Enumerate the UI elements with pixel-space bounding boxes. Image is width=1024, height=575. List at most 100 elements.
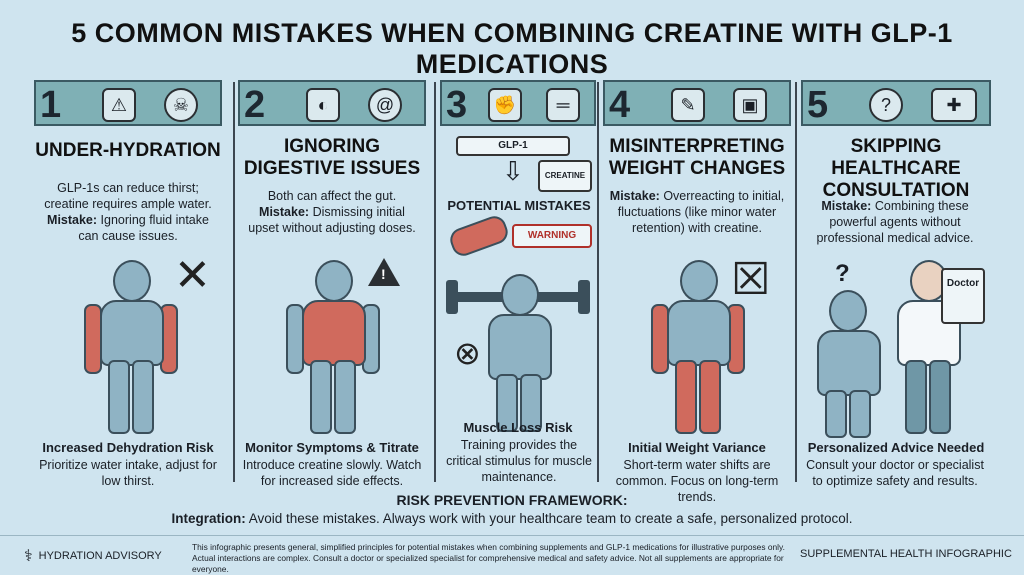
scale-icon: ▣ bbox=[733, 88, 767, 122]
mistake-text: Overreacting to initial, fluctuations (l… bbox=[617, 189, 785, 235]
body-figure bbox=[468, 274, 568, 444]
column-header: 5 ? ✚ bbox=[801, 80, 991, 126]
mistake-label: Mistake: bbox=[259, 205, 310, 219]
column-header: 4 ✎ ▣ bbox=[603, 80, 791, 126]
crossed-circle-icon: ⊗ bbox=[454, 335, 481, 371]
column-header: 1 ⚠ ☠ bbox=[34, 80, 222, 126]
mistake-body: Mistake: Overreacting to initial, fluctu… bbox=[609, 188, 785, 236]
mistake-body: Mistake: Combining these powerful agents… bbox=[807, 198, 983, 246]
creatine-jar: CREATINE bbox=[538, 160, 592, 192]
figure-torso bbox=[817, 330, 881, 396]
figure-leg bbox=[905, 360, 927, 434]
footer-body: Short-term water shifts are common. Focu… bbox=[615, 458, 779, 504]
water-bottle-icon: ⚠ bbox=[102, 88, 136, 122]
mistake-body: GLP-1s can reduce thirst; creatine requi… bbox=[40, 180, 216, 244]
figure-head bbox=[680, 260, 718, 302]
stomach-icon: ◐ bbox=[306, 88, 340, 122]
question-icon: ? bbox=[869, 88, 903, 122]
patient-figure bbox=[807, 290, 887, 438]
footer-heading: Muscle Loss Risk bbox=[463, 420, 573, 435]
footer-body: Prioritize water intake, adjust for low … bbox=[39, 458, 217, 488]
mistake-title: SKIPPING HEALTHCARE CONSULTATION bbox=[822, 136, 970, 201]
mistake-column-3: 3 ✊ ═ GLP-1 ⇩ CREATINE POTENTIAL MISTAKE… bbox=[440, 80, 596, 488]
dumbbell-icon: ═ bbox=[546, 88, 580, 122]
figure-leg bbox=[310, 360, 332, 434]
figure-leg bbox=[334, 360, 356, 434]
mistake-body: Both can affect the gut. Mistake: Dismis… bbox=[244, 188, 420, 236]
figure-leg bbox=[849, 390, 871, 438]
footer-heading: Monitor Symptoms & Titrate bbox=[245, 440, 419, 455]
footer-body: Introduce creatine slowly. Watch for inc… bbox=[242, 458, 422, 488]
skull-icon: ☠ bbox=[164, 88, 198, 122]
crossed-scale-icon: ☒ bbox=[731, 255, 771, 304]
figure-leg bbox=[699, 360, 721, 434]
barbell-plate bbox=[446, 280, 458, 314]
mistake-column-2: 2 ◐ @ IGNORING DIGESTIVE ISSUES Both can… bbox=[238, 80, 426, 488]
mistake-number: 1 bbox=[40, 84, 62, 126]
down-arrow-icon: ⇩ bbox=[502, 156, 524, 186]
figure-leg bbox=[825, 390, 847, 438]
footer-body: Consult your doctor or specialist to opt… bbox=[806, 458, 984, 488]
page-footer: ⚕ HYDRATION ADVISORY This infographic pr… bbox=[0, 535, 1024, 574]
mistake-text: Dismissing initial upset without adjusti… bbox=[248, 205, 416, 235]
framework-title: RISK PREVENTION FRAMEWORK: bbox=[396, 492, 628, 508]
body-figure bbox=[647, 260, 747, 434]
caduceus-icon: ⚕ bbox=[24, 548, 33, 565]
figure-leg bbox=[929, 360, 951, 434]
footer-body: Training provides the critical stimulus … bbox=[446, 438, 592, 484]
question-mark-icon: ? bbox=[835, 260, 850, 287]
mistake-description: Both can affect the gut. bbox=[267, 189, 397, 203]
potential-mistakes-banner: POTENTIAL MISTAKES bbox=[447, 198, 591, 213]
mistake-column-1: 1 ⚠ ☠ UNDER-HYDRATION GLP-1s can reduce … bbox=[34, 80, 222, 488]
mistake-column-4: 4 ✎ ▣ MISINTERPRETING WEIGHT CHANGES Mis… bbox=[603, 80, 791, 504]
footer-right-label: SUPPLEMENTAL HEALTH INFOGRAPHIC bbox=[800, 548, 1012, 560]
nurse-cap-icon: ✚ bbox=[931, 88, 977, 122]
mistake-label: Mistake: bbox=[821, 199, 872, 213]
figure-torso bbox=[667, 300, 731, 366]
figure-head bbox=[501, 274, 539, 316]
body-figure bbox=[282, 260, 382, 434]
body-figure bbox=[80, 260, 180, 434]
barbell-plate bbox=[578, 280, 590, 314]
footer-heading: Initial Weight Variance bbox=[628, 440, 766, 455]
page-title: 5 COMMON MISTAKES WHEN COMBINING CREATIN… bbox=[71, 18, 953, 79]
mistake-number: 3 bbox=[446, 84, 468, 126]
glp1-pen: GLP-1 bbox=[456, 136, 570, 156]
column-divider bbox=[233, 82, 235, 482]
figure-head bbox=[829, 290, 867, 332]
column-header: 2 ◐ @ bbox=[238, 80, 426, 126]
figure-head bbox=[315, 260, 353, 302]
mistake-number: 4 bbox=[609, 84, 631, 126]
mistake-title: IGNORING DIGESTIVE ISSUES bbox=[243, 136, 421, 179]
footer-left-label: HYDRATION ADVISORY bbox=[38, 550, 162, 562]
mistake-description: GLP-1s can reduce thirst; creatine requi… bbox=[44, 181, 212, 211]
crossed-bottle-icon: ✕ bbox=[174, 251, 211, 300]
figure-torso bbox=[302, 300, 366, 366]
figure-leg bbox=[108, 360, 130, 434]
mistake-label: Mistake: bbox=[47, 213, 98, 227]
framework-body: Avoid these mistakes. Always work with y… bbox=[248, 511, 853, 526]
disclaimer: This infographic presents general, simpl… bbox=[192, 542, 785, 574]
warning-icon: ! bbox=[368, 258, 400, 286]
figure-torso bbox=[100, 300, 164, 366]
figure-leg bbox=[675, 360, 697, 434]
figure-torso bbox=[488, 314, 552, 380]
mistake-number: 5 bbox=[807, 84, 829, 126]
warning-badge: WARNING bbox=[512, 224, 592, 248]
swirl-icon: @ bbox=[368, 88, 402, 122]
mistake-text: Ignoring fluid intake can cause issues. bbox=[78, 213, 209, 243]
footer-heading: Personalized Advice Needed bbox=[807, 440, 985, 455]
muscle-icon: ✊ bbox=[488, 88, 522, 122]
mistake-title: UNDER-HYDRATION bbox=[35, 140, 221, 161]
mistake-number: 2 bbox=[244, 84, 266, 126]
footer-brand: ⚕ HYDRATION ADVISORY bbox=[24, 546, 162, 566]
doctor-clipboard: Doctor bbox=[941, 268, 985, 324]
figure-leg bbox=[520, 374, 542, 432]
column-header: 3 ✊ ═ bbox=[440, 80, 596, 126]
mistake-title: MISINTERPRETING WEIGHT CHANGES bbox=[608, 136, 786, 179]
mistake-column-5: 5 ? ✚ SKIPPING HEALTHCARE CONSULTATION M… bbox=[801, 80, 991, 488]
footer-heading: Increased Dehydration Risk bbox=[42, 440, 214, 455]
column-divider bbox=[434, 82, 436, 482]
muscle-fiber-icon bbox=[446, 212, 512, 260]
figure-head bbox=[113, 260, 151, 302]
